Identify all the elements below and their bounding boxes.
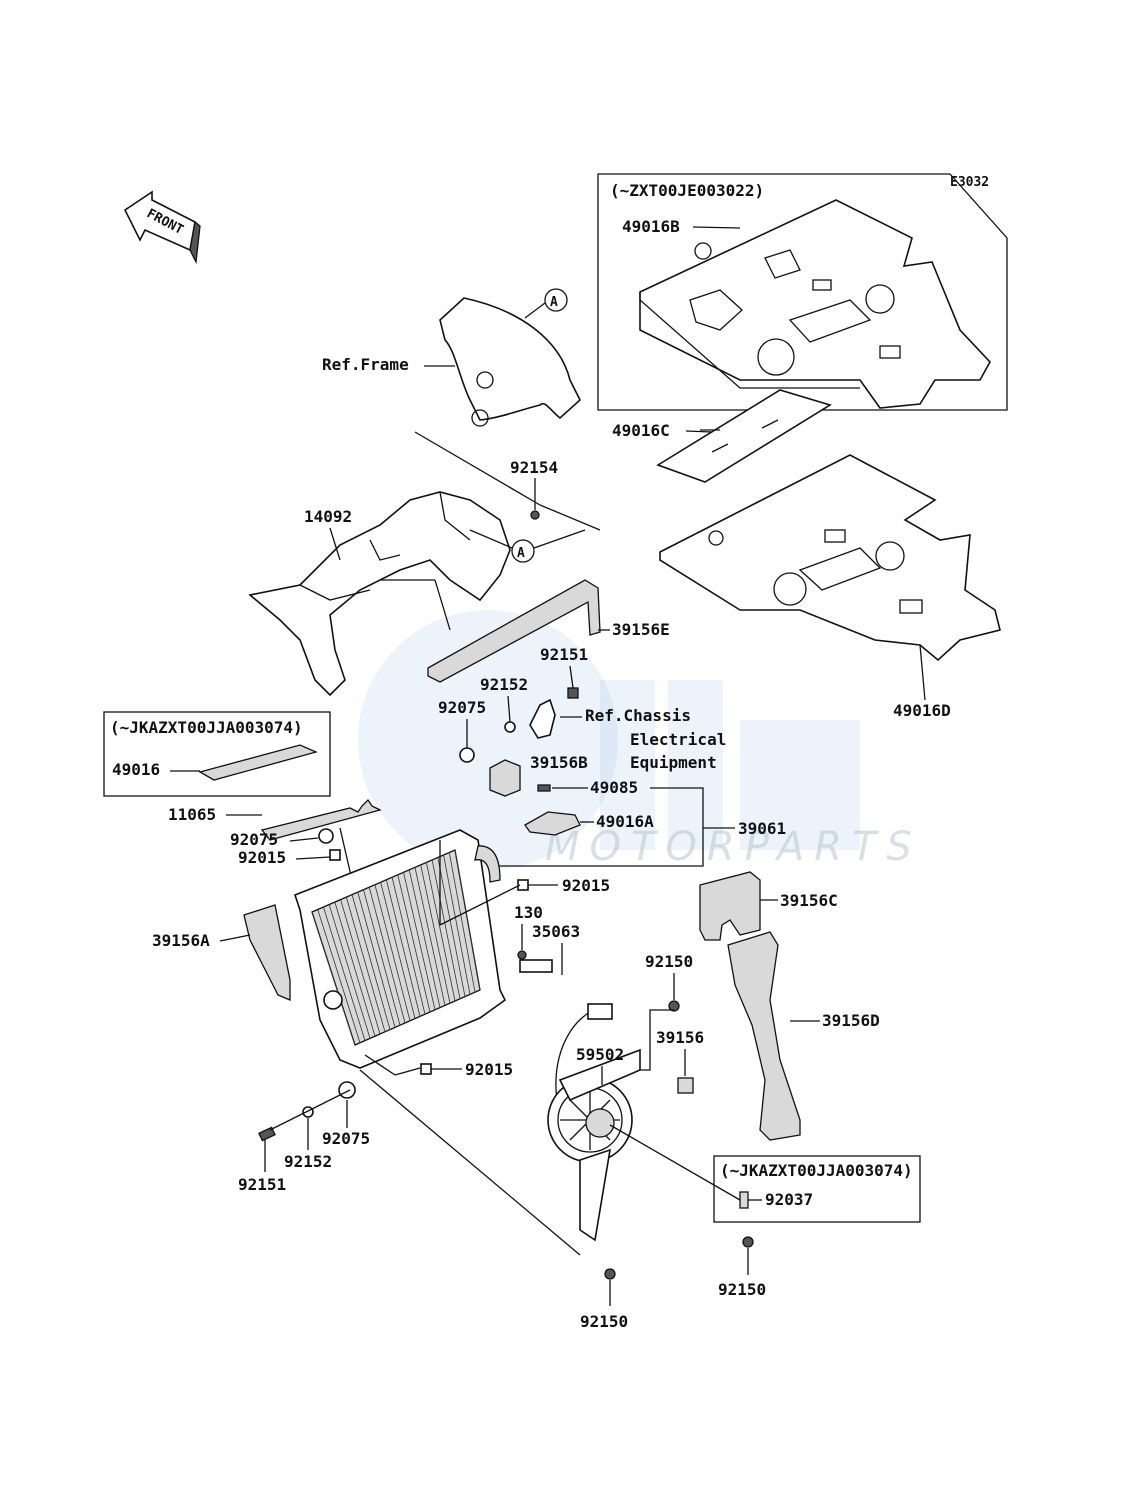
radiator-fin — [443, 854, 471, 995]
label-92075-mid: 92075 — [230, 830, 278, 849]
label-39156: 39156 — [656, 1028, 704, 1047]
radiator-fin — [334, 901, 376, 1037]
radiator-fin — [357, 892, 396, 1028]
insulator-plate-49016d — [659, 454, 1001, 662]
radiator-fin — [317, 909, 361, 1043]
callout-a-top-label: A — [550, 295, 558, 310]
variant-box-jka-right — [713, 1155, 921, 1223]
callout-a-top — [544, 288, 568, 312]
radiator-fin — [420, 864, 451, 1004]
radiator-fin — [431, 859, 461, 999]
label-49016a: 49016A — [596, 812, 654, 831]
radiator-fin — [363, 889, 401, 1026]
plate-49016a — [524, 811, 581, 836]
seal-39156a — [243, 904, 291, 1001]
watermark-text: MOTORPARTS — [545, 824, 922, 870]
label-49016d: 49016D — [893, 701, 951, 720]
variant-box-jka-left — [103, 711, 331, 797]
seal-39156d — [727, 931, 801, 1141]
insulator-sheet-49016c — [656, 389, 832, 483]
radiator-fin — [345, 897, 386, 1032]
label-39156a: 39156A — [152, 931, 210, 950]
label-ref-chassis-2: Electrical — [630, 730, 726, 749]
radiator-fin — [437, 857, 466, 997]
label-39156e: 39156E — [612, 620, 670, 639]
label-49016c: 49016C — [612, 421, 670, 440]
label-92151-top: 92151 — [540, 645, 588, 664]
label-39156b: 39156B — [530, 753, 588, 772]
frame-reference — [414, 297, 601, 531]
label-92015-right: 92015 — [562, 876, 610, 895]
seal-39156 — [677, 1077, 694, 1094]
label-ref-frame: Ref.Frame — [322, 355, 409, 374]
radiator-fin — [403, 872, 436, 1010]
chassis-bracket-ref — [529, 698, 556, 739]
radiator-fin — [340, 899, 381, 1035]
radiator-fin — [454, 849, 481, 991]
insulator-49016 — [198, 744, 318, 781]
radiator-fin — [328, 904, 371, 1039]
radiator-fin — [414, 867, 446, 1006]
radiator-fin — [380, 882, 416, 1019]
callout-a-bottom-label: A — [517, 546, 525, 561]
variant-box-zxt: (~ZXT00JE003022) — [597, 173, 1008, 483]
radiator-fin — [385, 879, 421, 1017]
callout-a-bottom — [511, 539, 535, 563]
radiator-assembly — [294, 829, 553, 1069]
label-92015-bottom: 92015 — [465, 1060, 513, 1079]
watermark-logo: MOTORPARTS — [358, 610, 922, 870]
label-49016: 49016 — [112, 760, 160, 779]
radiator-fin — [391, 877, 426, 1015]
seal-11065 — [260, 798, 382, 841]
label-92150-a: 92150 — [645, 952, 693, 971]
label-35063: 35063 — [532, 922, 580, 941]
label-92152-bottom: 92152 — [284, 1152, 332, 1171]
label-92154: 92154 — [510, 458, 558, 477]
radiator-fin — [397, 874, 431, 1013]
label-59502: 59502 — [576, 1045, 624, 1064]
radiator-fin — [323, 906, 366, 1041]
label-130: 130 — [514, 903, 543, 922]
front-arrow-icon: FRONT — [123, 190, 201, 265]
label-ref-chassis-1: Ref.Chassis — [585, 706, 691, 725]
label-92151-bottom: 92151 — [238, 1175, 286, 1194]
radiator-fin — [368, 887, 406, 1024]
label-92075-top: 92075 — [438, 698, 486, 717]
fan-motor-59502 — [547, 1003, 641, 1242]
insulator-plate-49016b — [639, 199, 991, 409]
seal-39156b — [489, 759, 521, 797]
label-ref-chassis-3: Equipment — [630, 753, 717, 772]
radiator-fin — [426, 862, 456, 1002]
seal-39156c — [699, 871, 761, 941]
label-92152-top: 92152 — [480, 675, 528, 694]
clip-92037 — [739, 1191, 749, 1209]
label-92150-b: 92150 — [718, 1280, 766, 1299]
jka-range-right-label: (~JKAZXT00JJA003074) — [720, 1161, 913, 1180]
radiator-fin — [311, 911, 356, 1046]
zxt-range-label: (~ZXT00JE003022) — [610, 181, 764, 200]
jka-range-left-label: (~JKAZXT00JJA003074) — [110, 718, 303, 737]
label-14092: 14092 — [304, 507, 352, 526]
radiator-fin — [374, 884, 411, 1021]
label-92075-bottom: 92075 — [322, 1129, 370, 1148]
label-92037: 92037 — [765, 1190, 813, 1209]
label-39156d: 39156D — [822, 1011, 880, 1030]
label-49085: 49085 — [590, 778, 638, 797]
label-49016b: 49016B — [622, 217, 680, 236]
air-duct-14092 — [248, 491, 511, 697]
radiator-fin — [351, 894, 391, 1030]
radiator-fin — [408, 869, 441, 1008]
seal-39156e — [427, 579, 601, 683]
label-92150-c: 92150 — [580, 1312, 628, 1331]
label-11065: 11065 — [168, 805, 216, 824]
label-92015-mid: 92015 — [238, 848, 286, 867]
label-39061: 39061 — [738, 819, 786, 838]
diagram-code: E3032 — [950, 175, 989, 190]
radiator-fin — [448, 852, 476, 993]
label-39156c: 39156C — [780, 891, 838, 910]
